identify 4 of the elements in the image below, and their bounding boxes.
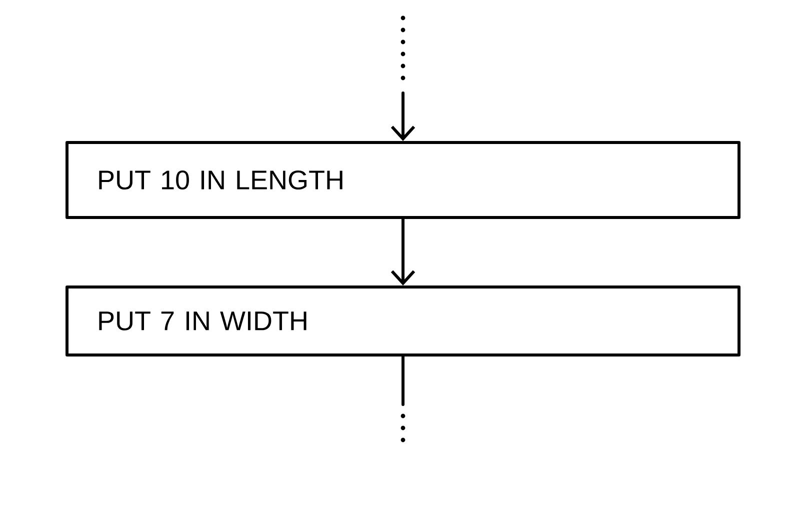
process-box: PUT 7 IN WIDTH bbox=[66, 286, 740, 356]
arrow bbox=[390, 92, 416, 141]
process-box: PUT 10 IN LENGTH bbox=[66, 141, 740, 219]
arrow bbox=[390, 218, 416, 286]
